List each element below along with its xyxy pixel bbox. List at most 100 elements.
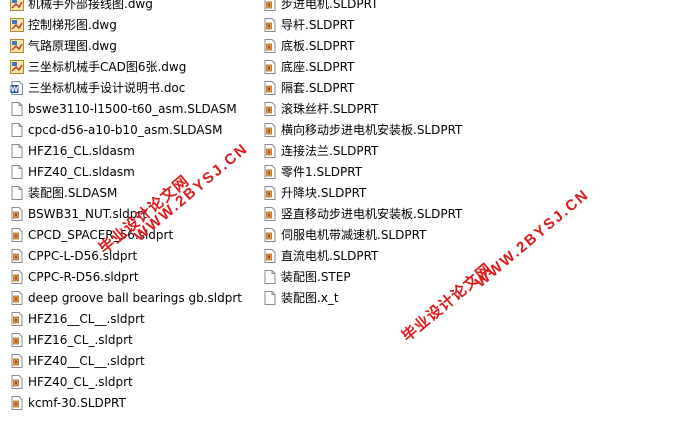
file-item[interactable]: 控制梯形图.dwg xyxy=(5,15,255,36)
file-name: cpcd-d56-a10-b10_asm.SLDASM xyxy=(28,123,223,137)
file-item[interactable]: 底座.SLDPRT xyxy=(258,57,508,78)
file-item[interactable]: 隔套.SLDPRT xyxy=(258,78,508,99)
file-name: 隔套.SLDPRT xyxy=(281,81,355,95)
file-name: CPPC-R-D56.sldprt xyxy=(28,270,139,284)
sldprt-icon xyxy=(262,143,278,159)
file-name: deep groove ball bearings gb.sldprt xyxy=(28,291,242,305)
file-name: 步进电机.SLDPRT xyxy=(281,0,379,11)
file-name: CPCD_SPACER_56.sldprt xyxy=(28,228,174,242)
svg-text:W: W xyxy=(11,86,19,94)
file-item[interactable]: HFZ40_CL_.sldprt xyxy=(5,372,255,393)
file-item[interactable]: 导杆.SLDPRT xyxy=(258,15,508,36)
sldprt-icon xyxy=(262,59,278,75)
file-name: 三坐标机械手设计说明书.doc xyxy=(28,81,186,95)
sldprt-icon xyxy=(262,164,278,180)
sldprt-icon xyxy=(9,311,25,327)
sldprt-icon xyxy=(262,17,278,33)
file-item[interactable]: deep groove ball bearings gb.sldprt xyxy=(5,288,255,309)
file-name: 滚珠丝杆.SLDPRT xyxy=(281,102,379,116)
file-item[interactable]: 竖直移动步进电机安装板.SLDPRT xyxy=(258,204,508,225)
file-item[interactable]: HFZ40_CL.sldasm xyxy=(5,162,255,183)
file-name: kcmf-30.SLDPRT xyxy=(28,396,126,410)
blank-file-icon xyxy=(9,164,25,180)
file-name: 控制梯形图.dwg xyxy=(28,18,117,32)
file-name: 零件1.SLDPRT xyxy=(281,165,363,179)
file-name: 直流电机.SLDPRT xyxy=(281,249,379,263)
file-item[interactable]: BSWB31_NUT.sldprt xyxy=(5,204,255,225)
sldprt-icon xyxy=(9,332,25,348)
file-name: HFZ40__CL__.sldprt xyxy=(28,354,145,368)
file-item[interactable]: 装配图.x_t xyxy=(258,288,508,309)
sldprt-icon xyxy=(9,395,25,411)
file-name: HFZ16_CL_.sldprt xyxy=(28,333,133,347)
file-name: HFZ16_CL.sldasm xyxy=(28,144,135,158)
file-item[interactable]: 升降块.SLDPRT xyxy=(258,183,508,204)
sldprt-icon xyxy=(262,0,278,12)
sldprt-icon xyxy=(9,227,25,243)
blank-file-icon xyxy=(9,143,25,159)
blank-file-icon xyxy=(9,101,25,117)
file-name: 连接法兰.SLDPRT xyxy=(281,144,379,158)
file-name: 伺服电机带减速机.SLDPRT xyxy=(281,228,427,242)
file-name: 升降块.SLDPRT xyxy=(281,186,367,200)
file-item[interactable]: 底板.SLDPRT xyxy=(258,36,508,57)
file-item[interactable]: 三坐标机械手CAD图6张.dwg xyxy=(5,57,255,78)
sldprt-icon xyxy=(262,185,278,201)
file-name: 气路原理图.dwg xyxy=(28,39,117,53)
file-name: CPPC-L-D56.sldprt xyxy=(28,249,138,263)
file-item[interactable]: 横向移动步进电机安装板.SLDPRT xyxy=(258,120,508,141)
sldprt-icon xyxy=(262,206,278,222)
sldprt-icon xyxy=(9,290,25,306)
file-item[interactable]: CPPC-R-D56.sldprt xyxy=(5,267,255,288)
file-name: 装配图.SLDASM xyxy=(28,186,118,200)
sldprt-icon xyxy=(9,269,25,285)
blank-file-icon xyxy=(262,290,278,306)
blank-file-icon xyxy=(9,185,25,201)
dwg-icon xyxy=(9,38,25,54)
file-item[interactable]: 气路原理图.dwg xyxy=(5,36,255,57)
file-item[interactable]: CPPC-L-D56.sldprt xyxy=(5,246,255,267)
file-list-right-column: 步进电机.SLDPRT 导杆.SLDPRT 底板.SLDPRT 底座.SLDPRT 隔套… xyxy=(258,0,508,309)
file-name: HFZ16__CL__.sldprt xyxy=(28,312,145,326)
file-item[interactable]: 伺服电机带减速机.SLDPRT xyxy=(258,225,508,246)
file-item[interactable]: W 三坐标机械手设计说明书.doc xyxy=(5,78,255,99)
dwg-icon xyxy=(9,17,25,33)
doc-icon: W xyxy=(9,80,25,96)
file-item[interactable]: 装配图.SLDASM xyxy=(5,183,255,204)
file-item[interactable]: HFZ40__CL__.sldprt xyxy=(5,351,255,372)
file-name: BSWB31_NUT.sldprt xyxy=(28,207,147,221)
sldprt-icon xyxy=(262,80,278,96)
file-name: 横向移动步进电机安装板.SLDPRT xyxy=(281,123,463,137)
sldprt-icon xyxy=(262,122,278,138)
sldprt-icon xyxy=(9,374,25,390)
file-name: 三坐标机械手CAD图6张.dwg xyxy=(28,60,187,74)
file-item[interactable]: kcmf-30.SLDPRT xyxy=(5,393,255,414)
sldprt-icon xyxy=(9,248,25,264)
file-name: 装配图.x_t xyxy=(281,291,339,305)
blank-file-icon xyxy=(262,269,278,285)
file-item[interactable]: HFZ16__CL__.sldprt xyxy=(5,309,255,330)
file-name: 底座.SLDPRT xyxy=(281,60,355,74)
file-item[interactable]: HFZ16_CL.sldasm xyxy=(5,141,255,162)
file-item[interactable]: bswe3110-l1500-t60_asm.SLDASM xyxy=(5,99,255,120)
file-item[interactable]: 步进电机.SLDPRT xyxy=(258,0,508,15)
blank-file-icon xyxy=(9,122,25,138)
file-item[interactable]: 连接法兰.SLDPRT xyxy=(258,141,508,162)
file-item[interactable]: 装配图.STEP xyxy=(258,267,508,288)
sldprt-icon xyxy=(262,227,278,243)
file-name: 机械手外部接线图.dwg xyxy=(28,0,153,11)
sldprt-icon xyxy=(262,248,278,264)
sldprt-icon xyxy=(262,38,278,54)
file-item[interactable]: 零件1.SLDPRT xyxy=(258,162,508,183)
file-item[interactable]: 直流电机.SLDPRT xyxy=(258,246,508,267)
file-name: 导杆.SLDPRT xyxy=(281,18,355,32)
file-item[interactable]: 滚珠丝杆.SLDPRT xyxy=(258,99,508,120)
sldprt-icon xyxy=(9,353,25,369)
file-item[interactable]: cpcd-d56-a10-b10_asm.SLDASM xyxy=(5,120,255,141)
file-item[interactable]: 机械手外部接线图.dwg xyxy=(5,0,255,15)
file-name: 竖直移动步进电机安装板.SLDPRT xyxy=(281,207,463,221)
file-name: 底板.SLDPRT xyxy=(281,39,355,53)
file-item[interactable]: CPCD_SPACER_56.sldprt xyxy=(5,225,255,246)
file-item[interactable]: HFZ16_CL_.sldprt xyxy=(5,330,255,351)
file-name: bswe3110-l1500-t60_asm.SLDASM xyxy=(28,102,237,116)
